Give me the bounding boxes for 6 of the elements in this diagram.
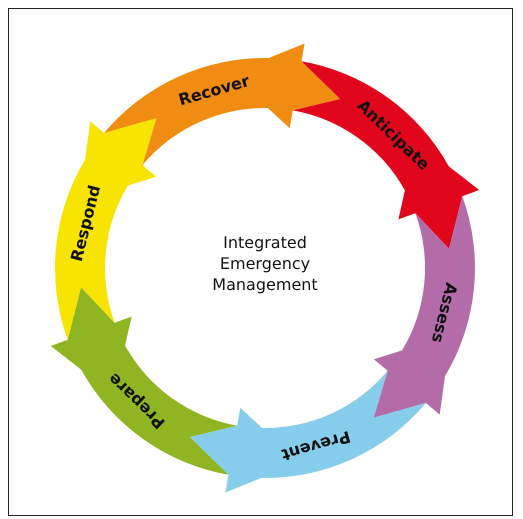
arrow-segment	[374, 196, 475, 418]
arrow-segment	[190, 370, 426, 492]
segment-label: Assess	[428, 280, 462, 345]
center-title: Integrated Emergency Management	[211, 232, 319, 295]
arrow-segment	[104, 44, 340, 166]
arrow-segment	[55, 118, 156, 340]
